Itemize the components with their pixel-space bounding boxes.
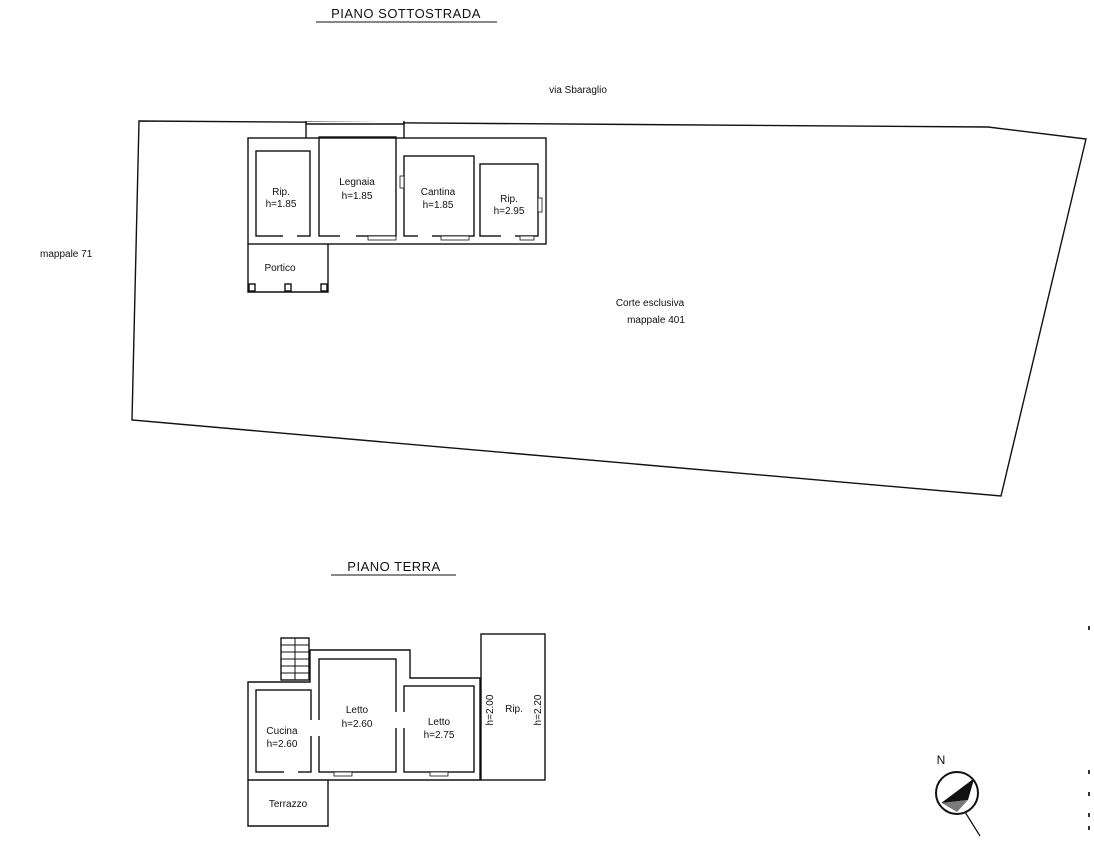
- room-label: Rip.: [500, 194, 518, 205]
- room-label: Rip.: [505, 704, 523, 715]
- basement-title: PIANO SOTTOSTRADA: [331, 6, 481, 21]
- room-height: h=2.20: [533, 694, 544, 725]
- room-label: Letto: [428, 717, 451, 728]
- scan-marks: [1088, 626, 1090, 830]
- room-height: h=1.85: [266, 199, 297, 210]
- room-legnaia: [318, 136, 397, 237]
- courtyard-parcel: mappale 401: [627, 315, 685, 326]
- portico: [247, 244, 329, 293]
- portico-label: Portico: [264, 263, 296, 274]
- room-label: Legnaia: [339, 177, 375, 188]
- room-label: Cucina: [266, 726, 298, 737]
- room-height: h=2.60: [342, 719, 373, 730]
- room-height: h=1.85: [342, 191, 373, 202]
- courtyard-outline: [131, 120, 1087, 497]
- street-label: via Sbaraglio: [549, 85, 607, 96]
- room-label: Cantina: [421, 187, 456, 198]
- room-cantina: [403, 155, 475, 237]
- room-height: h=2.75: [424, 730, 455, 741]
- room-height: h=2.95: [494, 206, 525, 217]
- terrace-outline: [247, 780, 329, 827]
- room-height: h=2.60: [267, 739, 298, 750]
- stairs: [280, 637, 310, 681]
- neighbor-parcel-label: mappale 71: [40, 249, 93, 260]
- room-rip-ground: [480, 633, 546, 781]
- room-label: Rip.: [272, 187, 290, 198]
- north-label: N: [937, 753, 946, 767]
- room-label: Letto: [346, 705, 369, 716]
- room-height: h=2.00: [485, 694, 496, 725]
- courtyard-name: Corte esclusiva: [616, 298, 685, 309]
- north-arrow-icon: [935, 771, 981, 837]
- terrace-label: Terrazzo: [269, 799, 308, 810]
- ground-building: [247, 633, 546, 781]
- basement-building: [247, 121, 547, 245]
- room-height: h=1.85: [423, 200, 454, 211]
- ground-title: PIANO TERRA: [347, 559, 440, 574]
